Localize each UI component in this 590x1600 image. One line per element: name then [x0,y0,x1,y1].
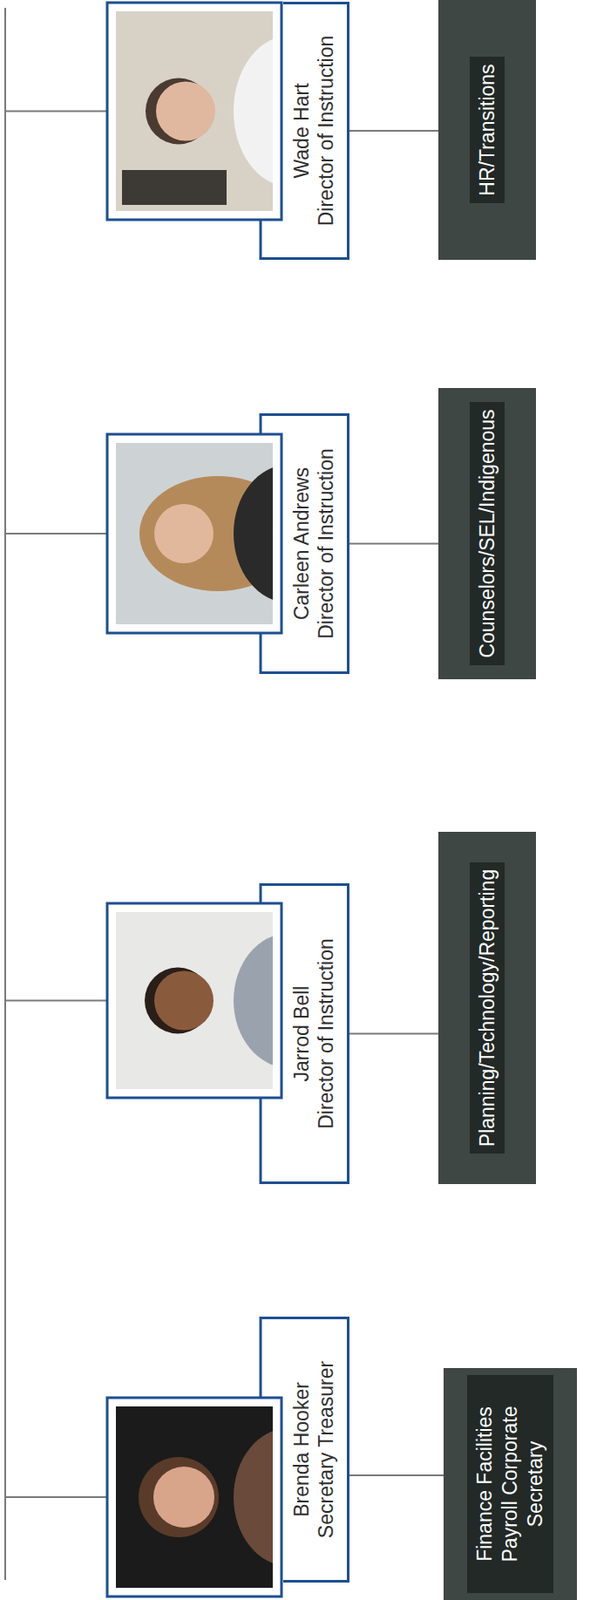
person-name: Jarrod Bell [290,892,315,1174]
reporting-line [349,1032,439,1035]
person-name: Brenda Hooker [290,1325,315,1573]
department-box: HR/Transitions [438,0,536,260]
job-title: Director of Instruction [314,11,340,251]
job-title: Director of Instruction [314,892,340,1174]
person-card: Brenda HookerSecretary Treasurer [283,1315,350,1582]
reporting-line [349,542,439,545]
department-list: HR/Transitions [469,56,506,203]
department-box: Planning/Technology/Reporting [438,831,536,1184]
department-list: Finance Facilities Payroll Corporate Sec… [467,1374,553,1593]
person-card: Carleen AndrewsDirector of Instruction [283,413,350,674]
person-name: Carleen Andrews [290,422,315,665]
name-box-outline [260,219,284,259]
department-box: Finance Facilities Payroll Corporate Sec… [443,1367,577,1600]
reporting-bar [5,7,108,1580]
department-list: Counselors/SEL/Indigenous [469,401,506,665]
job-title: Director of Instruction [314,422,340,665]
person-card: Wade HartDirector of Instruction [283,1,350,260]
reporting-line [349,1473,444,1476]
person-card: Jarrod BellDirector of Instruction [283,882,350,1184]
reporting-line [349,129,439,132]
job-title: Secretary Treasurer [314,1325,340,1573]
department-list: Planning/Technology/Reporting [469,861,506,1153]
name-box-outline [260,1317,284,1398]
department-box: Counselors/SEL/Indigenous [438,387,536,679]
person-name: Wade Hart [290,11,315,251]
